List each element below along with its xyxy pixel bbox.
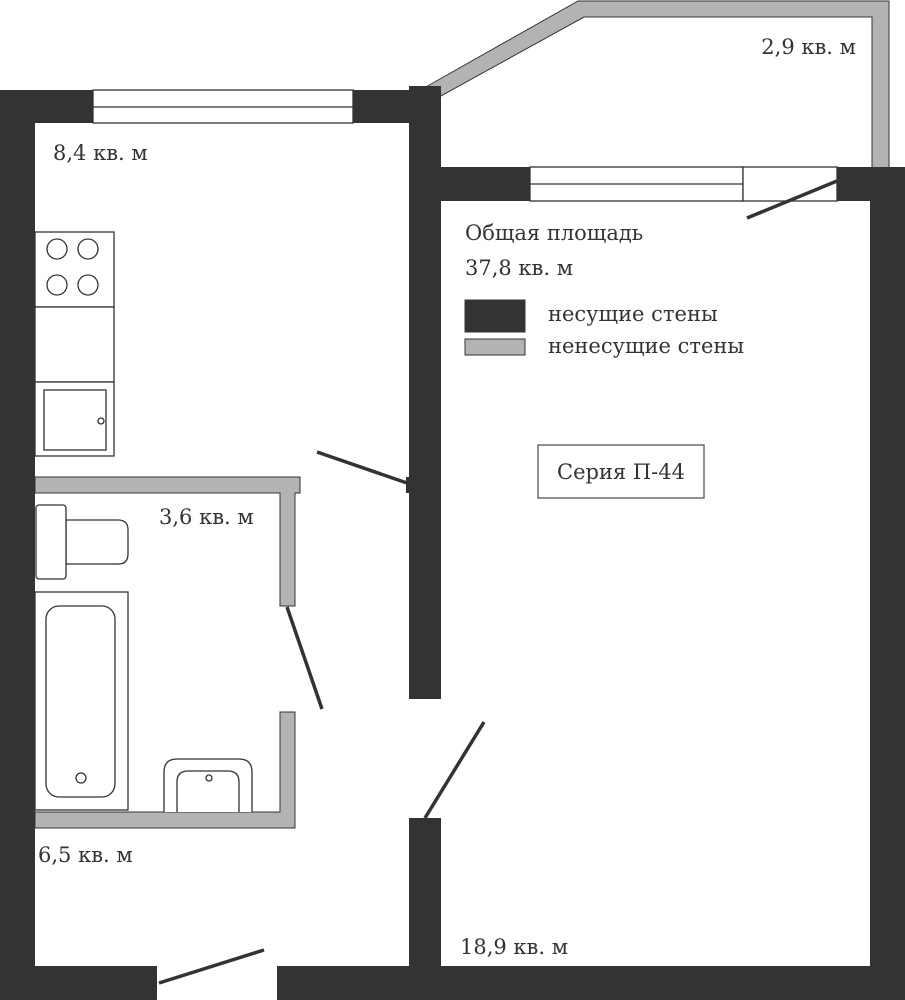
total-area-title: Общая площадь [465, 221, 643, 245]
kitchen-area: 8,4 кв. м [53, 141, 148, 165]
balcony-wall [422, 0, 890, 169]
toilet [35, 504, 129, 580]
sink [163, 758, 253, 812]
kitchen-cabinet [34, 381, 115, 457]
hall-area: 6,5 кв. м [38, 843, 133, 867]
series-badge: Серия П-44 [537, 444, 705, 499]
door-hinge [406, 477, 411, 493]
living-window [529, 166, 838, 202]
balcony-area: 2,9 кв. м [761, 35, 856, 59]
entrance-door [158, 948, 265, 985]
kitchen-door [316, 450, 408, 485]
legend: несущие стены ненесущие стены [464, 299, 744, 358]
room-door [423, 721, 486, 819]
bearing-walls [0, 86, 905, 1000]
bathroom-area: 3,6 кв. м [159, 505, 254, 529]
legend-label-bearing: несущие стены [548, 302, 718, 326]
bathroom-walls [34, 476, 301, 829]
legend-swatch-bearing [464, 299, 526, 333]
legend-label-nonbearing: ненесущие стены [548, 334, 744, 358]
series-label: Серия П-44 [557, 460, 685, 484]
total-area-value: 37,8 кв. м [465, 256, 573, 280]
kitchen-counter [34, 306, 115, 383]
bathroom-door [285, 606, 324, 710]
living-area: 18,9 кв. м [460, 935, 568, 959]
balcony-door [746, 179, 838, 220]
legend-swatch-nonbearing [464, 338, 526, 356]
stove [34, 231, 115, 308]
bathtub [34, 591, 129, 811]
kitchen-window [92, 89, 354, 124]
